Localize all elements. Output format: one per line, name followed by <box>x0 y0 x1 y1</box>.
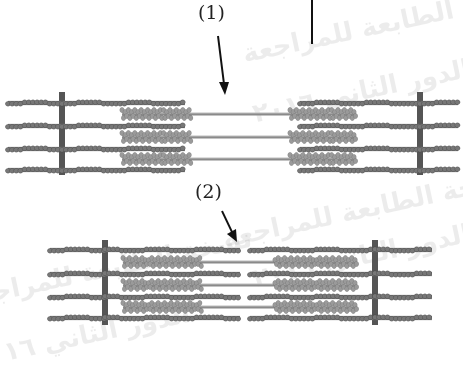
myosin-filament <box>120 255 359 269</box>
actin-filament <box>417 122 461 130</box>
actin-filament <box>47 246 107 254</box>
actin-filament <box>59 99 186 107</box>
actin-filament <box>47 293 107 301</box>
actin-filament <box>47 270 107 278</box>
actin-filament <box>297 166 420 174</box>
actin-filament <box>59 145 186 153</box>
actin-filament <box>372 293 432 301</box>
actin-filament <box>297 99 420 107</box>
actin-filament <box>5 145 62 153</box>
arrow-2 <box>221 210 237 242</box>
actin-filament <box>247 246 378 254</box>
actin-filament <box>102 270 241 278</box>
z-line <box>417 92 423 175</box>
diagram-svg <box>5 0 461 325</box>
myosin-filament <box>119 107 358 121</box>
sarcomere-relaxed <box>5 92 461 175</box>
actin-filament <box>297 145 420 153</box>
actin-filament <box>102 246 241 254</box>
actin-filament <box>417 99 461 107</box>
z-line <box>372 240 378 325</box>
actin-filament <box>59 122 186 130</box>
actin-filament <box>372 246 432 254</box>
actin-filament <box>47 314 107 322</box>
actin-filament <box>417 145 461 153</box>
actin-filament <box>247 270 378 278</box>
actin-filament <box>5 99 62 107</box>
actin-filament <box>247 293 378 301</box>
actin-filament <box>247 314 378 322</box>
actin-filament <box>5 166 62 174</box>
state-2-label: (2) <box>195 181 222 203</box>
actin-filament <box>5 122 62 130</box>
actin-filament <box>102 293 241 301</box>
arrow-1 <box>217 35 229 95</box>
state-1-label: (1) <box>198 2 225 24</box>
myosin-filament <box>120 300 359 314</box>
sarcomere-contracted <box>47 240 432 325</box>
actin-filament <box>297 122 420 130</box>
actin-filament <box>59 166 186 174</box>
myosin-filament <box>119 152 358 166</box>
actin-filament <box>102 314 241 322</box>
z-line <box>59 92 65 175</box>
myosin-filament <box>120 278 359 292</box>
z-line <box>102 240 108 325</box>
actin-filament <box>372 270 432 278</box>
actin-filament <box>372 314 432 322</box>
myosin-filament <box>119 130 358 144</box>
actin-filament <box>417 166 461 174</box>
